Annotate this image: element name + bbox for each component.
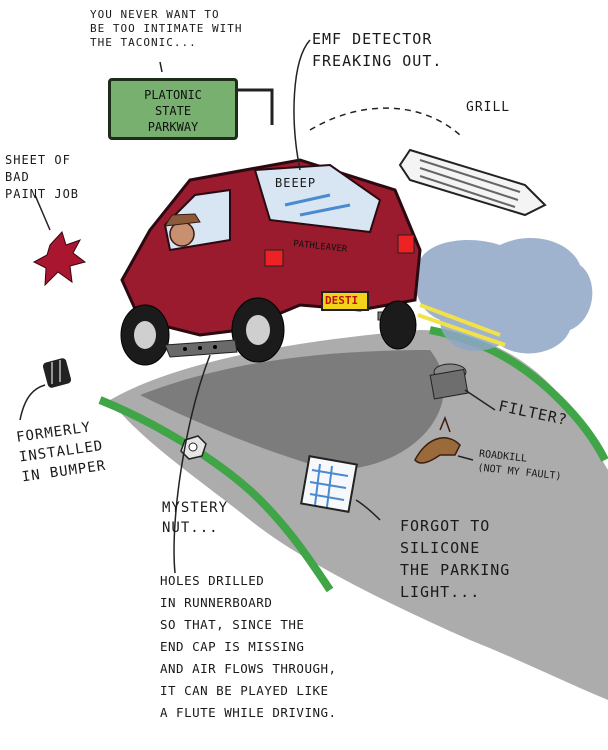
driver-hat <box>164 213 201 227</box>
sign-text: PLATONIC STATE PARKWAY <box>144 88 202 134</box>
caption-nut: MYSTERY NUT... <box>162 500 229 536</box>
caption-taconic: YOU NEVER WANT TO BE TOO INTIMATE WITH T… <box>90 8 243 49</box>
bumper-piece <box>42 358 72 388</box>
arrow-emf <box>293 39 311 171</box>
grass-left <box>98 396 334 593</box>
driver-head <box>169 221 195 247</box>
flying-grill <box>398 148 547 217</box>
paint-splat <box>32 231 87 287</box>
parking-light <box>300 455 358 513</box>
exhaust-yellow <box>417 303 506 347</box>
arrow-filter <box>464 389 496 411</box>
filter-can <box>429 363 469 400</box>
roadkill <box>414 437 461 464</box>
caption-grill: GRILL <box>466 100 511 115</box>
caption-paint: SHEET OF BAD PAINT JOB <box>5 153 80 201</box>
caption-silicone: FORGOT TO SILICONE THE PARKING LIGHT... <box>400 517 511 601</box>
arrow-bumper <box>19 384 46 421</box>
window-glare <box>284 193 351 217</box>
caption-bumper: FORMERLY INSTALLED IN BUMPER <box>15 419 108 486</box>
window-text: BEEEP <box>275 176 317 190</box>
road-shade <box>140 350 444 470</box>
arrow-silicone <box>355 499 381 521</box>
license-plate <box>321 291 369 311</box>
grill-trajectory <box>309 107 461 136</box>
arrow-roadkill <box>457 455 474 461</box>
wheel-rear <box>379 300 417 350</box>
hubcap-middle <box>246 315 270 345</box>
hubcap-front <box>134 321 156 349</box>
caption-flute: HOLES DRILLED IN RUNNERBOARD SO THAT, SI… <box>160 573 337 720</box>
arrow-paint <box>34 194 51 231</box>
tail-light-left <box>264 249 284 267</box>
arrow-taconic <box>159 61 163 73</box>
sign-pole <box>238 88 274 125</box>
caption-emf: EMF DETECTOR FREAKING OUT. <box>312 30 443 70</box>
plate-text: DESTI <box>325 294 359 307</box>
arrow-flute <box>173 354 211 574</box>
tail-light-right <box>397 234 415 254</box>
exhaust-smoke <box>415 237 593 354</box>
parkway-sign: PLATONIC STATE PARKWAY <box>108 78 238 140</box>
